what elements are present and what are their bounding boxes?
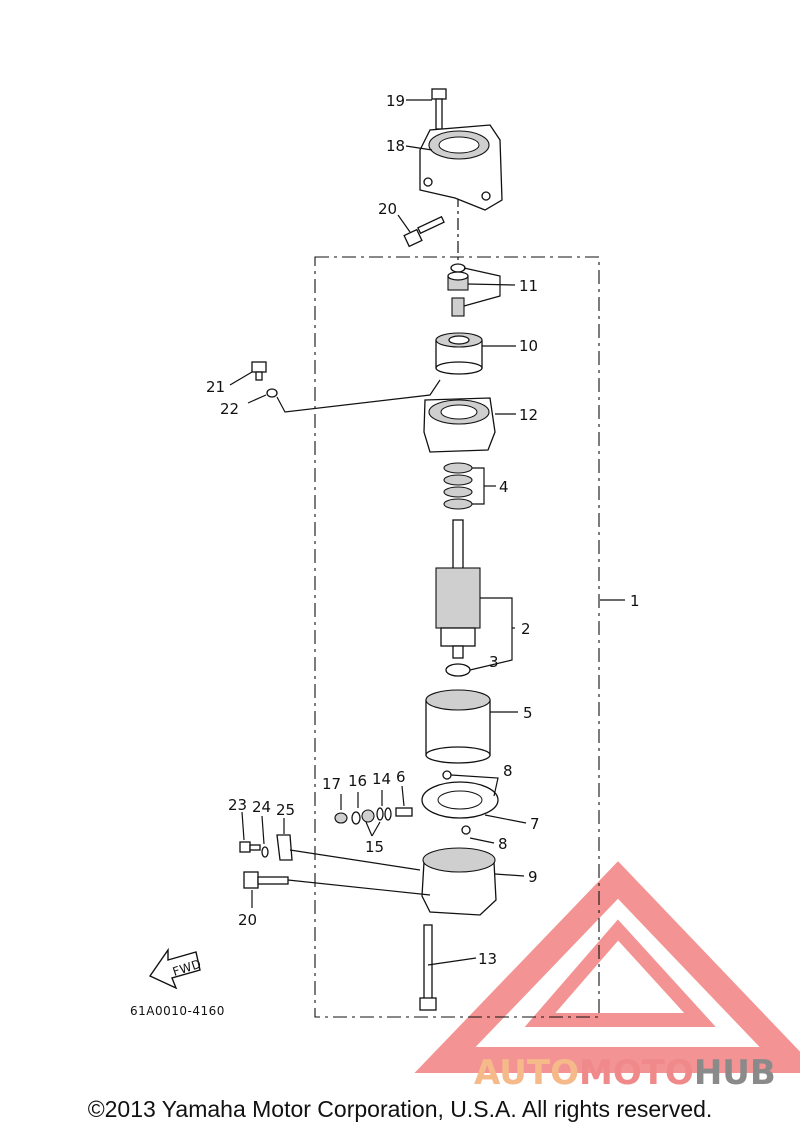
brush-holder-7: [421, 781, 499, 819]
figure-code: 61A0010-4160: [130, 1004, 225, 1018]
label-22: 22: [220, 400, 239, 418]
label-25: 25: [276, 801, 295, 819]
label-20-top: 20: [378, 200, 397, 218]
label-20-bottom: 20: [238, 911, 257, 929]
label-15: 15: [365, 838, 384, 856]
label-16: 16: [348, 772, 367, 790]
armature-2: [435, 519, 481, 659]
label-5: 5: [523, 704, 533, 722]
bolt-20-bottom: [243, 871, 289, 889]
label-19: 19: [386, 92, 405, 110]
brush-8-top: [442, 770, 452, 780]
yoke-5: [425, 689, 491, 764]
assembly-boundary: [314, 256, 600, 1018]
label-24: 24: [252, 798, 271, 816]
springs-4: [443, 462, 473, 510]
copyright-notice: ©2013 Yamaha Motor Corporation, U.S.A. A…: [87, 1096, 713, 1122]
bracket-18: [419, 124, 503, 211]
watermark-text: AUTOMOTOHUB: [474, 1053, 776, 1093]
washer-3: [445, 663, 471, 677]
label-9: 9: [528, 868, 538, 886]
label-21: 21: [206, 378, 225, 396]
clamp-25: [276, 834, 293, 861]
end-cover-9: [421, 847, 497, 916]
watermark-part2: MOTO: [579, 1053, 694, 1093]
label-8-bottom: 8: [498, 835, 508, 853]
label-14: 14: [372, 770, 391, 788]
watermark-triangle: [414, 861, 800, 1073]
watermark-part1: AUTO: [474, 1053, 579, 1093]
label-18: 18: [386, 137, 405, 155]
label-10: 10: [519, 337, 538, 355]
label-6: 6: [396, 768, 406, 786]
label-7: 7: [530, 815, 540, 833]
bolt-20-top: [403, 215, 445, 248]
label-11: 11: [519, 277, 538, 295]
bolt-21: [251, 361, 267, 381]
label-13: 13: [478, 950, 497, 968]
pinion-10: [435, 332, 483, 375]
label-17: 17: [322, 775, 341, 793]
terminal-parts: [334, 807, 413, 825]
watermark-logo: [414, 861, 800, 1073]
end-cover-12: [423, 397, 496, 453]
label-4: 4: [499, 478, 509, 496]
label-8-top: 8: [503, 762, 513, 780]
bolt-23: [239, 841, 261, 853]
bolt-19: [431, 88, 447, 130]
label-23: 23: [228, 796, 247, 814]
watermark-part3: HUB: [694, 1053, 776, 1093]
brush-8-bottom: [461, 825, 471, 835]
label-1: 1: [630, 592, 640, 610]
leader-lines: [229, 99, 625, 966]
through-bolt-13: [419, 924, 437, 1011]
label-2: 2: [521, 620, 531, 638]
label-12: 12: [519, 406, 538, 424]
fwd-arrow: FWD: [148, 947, 203, 990]
washer-24: [261, 846, 269, 858]
washer-22: [266, 388, 278, 398]
drive-parts-11: [447, 263, 469, 317]
label-3: 3: [489, 653, 499, 671]
